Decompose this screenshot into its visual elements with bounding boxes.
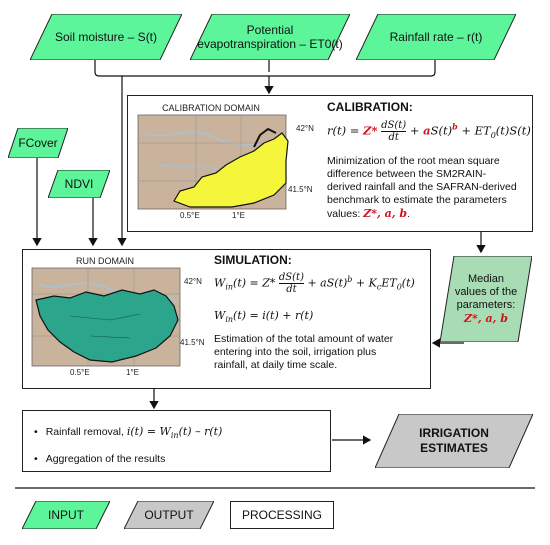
legend-input-label: INPUT <box>48 508 84 522</box>
output-label-line2: ESTIMATES <box>420 441 488 455</box>
median-label-line3: parameters: <box>456 299 516 311</box>
simulation-equation-1: Win(t) = Z* dS(t)dt + aS(t)b + KcET0(t) <box>214 272 415 295</box>
evapotranspiration-label-line2: evapotranspiration – ET0(t) <box>197 37 343 51</box>
processing-box <box>22 410 331 472</box>
legend-output-label: OUTPUT <box>144 508 194 522</box>
ndvi-input: NDVI <box>48 170 110 198</box>
calibration-description: Minimization of the root mean square dif… <box>327 155 527 221</box>
evapotranspiration-input: Potential evapotranspiration – ET0(t) <box>190 14 350 60</box>
soil-moisture-label: Soil moisture – S(t) <box>54 30 158 44</box>
simulation-desc-line3: rainfall, at daily time scale. <box>214 359 338 371</box>
calibration-lon-left: 0.5°E <box>180 211 200 220</box>
median-params: Z*, a, b <box>464 312 508 325</box>
calibration-desc-line2: difference between the SM2RAIN- <box>327 168 487 180</box>
processing-step-1: •Rainfall removal, i(t) = Win(t) – r(t) <box>34 425 223 441</box>
run-lat-top: 42°N <box>184 277 202 286</box>
rainfall-rate-label: Rainfall rate – r(t) <box>389 30 483 44</box>
calibration-params: Z*, a, b <box>363 207 408 220</box>
calibration-lat-top: 42°N <box>296 124 314 133</box>
median-label-line1: Median <box>467 273 505 285</box>
calibration-desc-line4: benchmark to estimate the parameters <box>327 194 507 206</box>
legend-processing: PROCESSING <box>230 501 334 529</box>
processing-step-2: •Aggregation of the results <box>34 453 166 465</box>
run-lon-left: 0.5°E <box>70 368 90 377</box>
median-parameters-output: Median values of the parameters: Z*, a, … <box>440 256 532 342</box>
simulation-equation-2: Win(t) = i(t) + r(t) <box>214 309 314 325</box>
calibration-map-title: CALIBRATION DOMAIN <box>162 103 260 113</box>
median-label-line2: values of the <box>454 286 518 298</box>
legend-output: OUTPUT <box>124 501 214 529</box>
ndvi-label: NDVI <box>64 177 94 191</box>
processing-step-1-label: Rainfall removal, <box>45 426 124 438</box>
soil-moisture-input: Soil moisture – S(t) <box>30 14 182 60</box>
simulation-desc-line1: Estimation of the total amount of water <box>214 333 394 345</box>
legend-processing-label: PROCESSING <box>241 508 322 522</box>
calibration-map: CALIBRATION DOMAIN 42°N 41.5°N 0.5°E 1°E <box>136 103 326 221</box>
simulation-desc-line2: entering into the soil, irrigation plus <box>214 346 377 358</box>
irrigation-estimates-output: IRRIGATION ESTIMATES <box>375 414 533 468</box>
calibration-desc-line5: values: <box>327 208 361 220</box>
run-lon-right: 1°E <box>126 368 139 377</box>
calibration-lon-right: 1°E <box>232 211 245 220</box>
fcover-input: FCover <box>8 128 68 158</box>
calibration-desc-line1: Minimization of the root mean square <box>327 155 500 167</box>
processing-step-2-label: Aggregation of the results <box>45 453 166 465</box>
calibration-region <box>173 132 289 208</box>
run-region <box>35 289 179 363</box>
calibration-desc-line3: derived rainfall and the SAFRAN-derived <box>327 181 517 193</box>
simulation-description: Estimation of the total amount of water … <box>214 333 426 372</box>
legend-input: INPUT <box>22 501 110 529</box>
run-map-title: RUN DOMAIN <box>76 256 134 266</box>
calibration-lat-bottom: 41.5°N <box>288 185 313 194</box>
fcover-label: FCover <box>18 136 58 150</box>
run-lat-bottom: 41.5°N <box>180 338 205 347</box>
output-label-line1: IRRIGATION <box>419 426 489 440</box>
calibration-heading: CALIBRATION: <box>327 100 413 114</box>
calibration-equation: r(t) = Z* dS(t)dt + aS(t)b + ET0(t)S(t) <box>327 120 531 143</box>
run-map: RUN DOMAIN 42°N 41.5°N 0.5°E 1°E <box>30 256 214 378</box>
evapotranspiration-label-line1: Potential <box>246 23 294 37</box>
simulation-heading: SIMULATION: <box>214 253 292 267</box>
rainfall-rate-input: Rainfall rate – r(t) <box>356 14 516 60</box>
